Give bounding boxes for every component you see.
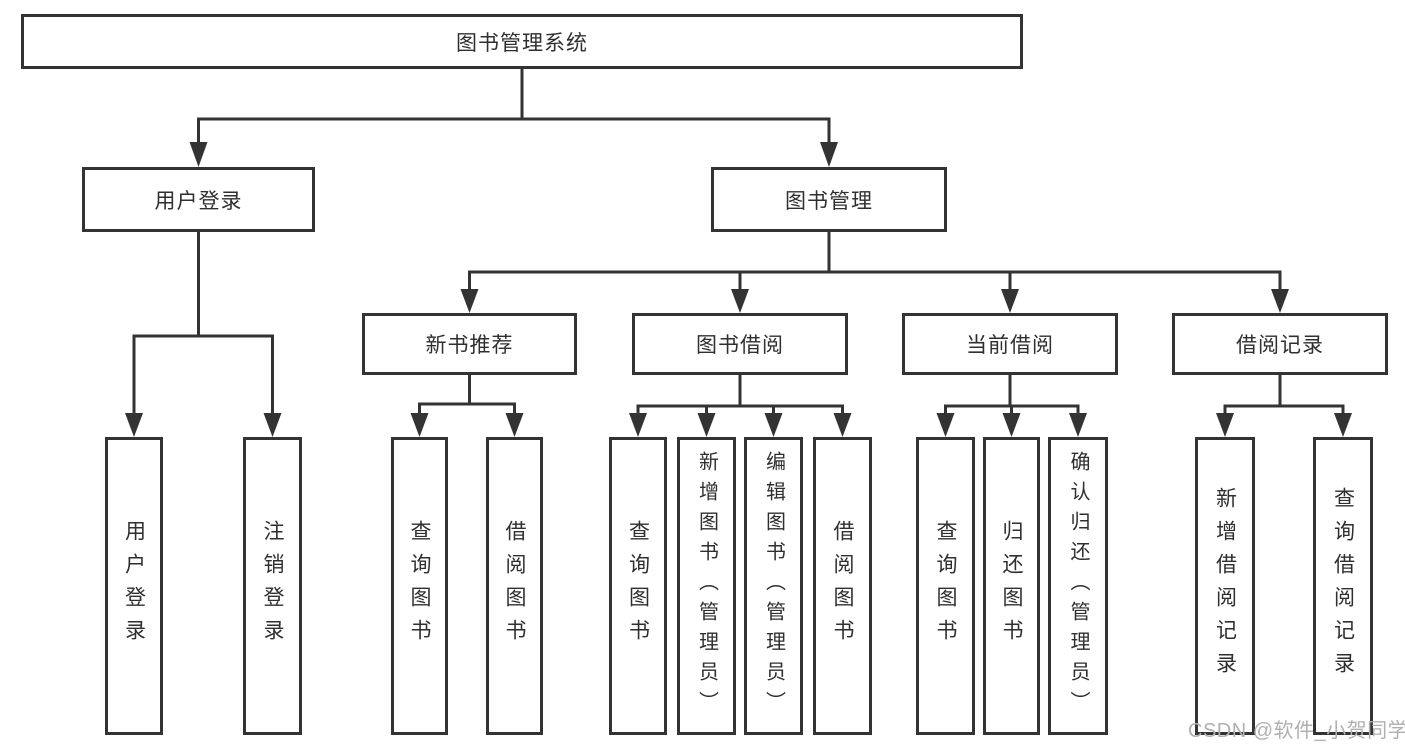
leaf-confirm-return-admin: 确认归还（管理员） <box>1048 437 1108 735</box>
watermark: CSDN @软件_小贺同学 <box>1188 720 1405 742</box>
node-book-borrow: 图书借阅 <box>632 313 848 375</box>
leaf-query-borrow-record: 查询借阅记录 <box>1313 437 1373 735</box>
leaf-logout: 注销登录 <box>243 437 302 735</box>
leaf-query-books-recommend: 查询图书 <box>391 437 448 735</box>
node-library-management-system: 图书管理系统 <box>21 14 1023 69</box>
leaf-borrow-books: 借阅图书 <box>813 437 872 735</box>
node-borrow-records: 借阅记录 <box>1172 313 1388 375</box>
leaf-query-books-borrow: 查询图书 <box>609 437 667 735</box>
leaf-query-books-current: 查询图书 <box>916 437 975 735</box>
leaf-add-borrow-record: 新增借阅记录 <box>1195 437 1255 735</box>
leaf-return-books: 归还图书 <box>983 437 1040 735</box>
leaf-add-books-admin: 新增图书（管理员） <box>677 437 736 735</box>
node-current-borrow: 当前借阅 <box>902 313 1118 375</box>
node-new-book-recommend: 新书推荐 <box>362 313 577 375</box>
node-user-login: 用户登录 <box>82 167 315 232</box>
node-book-management: 图书管理 <box>711 167 947 232</box>
leaf-edit-books-admin: 编辑图书（管理员） <box>744 437 803 735</box>
leaf-borrow-books-recommend: 借阅图书 <box>486 437 543 735</box>
leaf-user-login: 用户登录 <box>105 437 163 735</box>
